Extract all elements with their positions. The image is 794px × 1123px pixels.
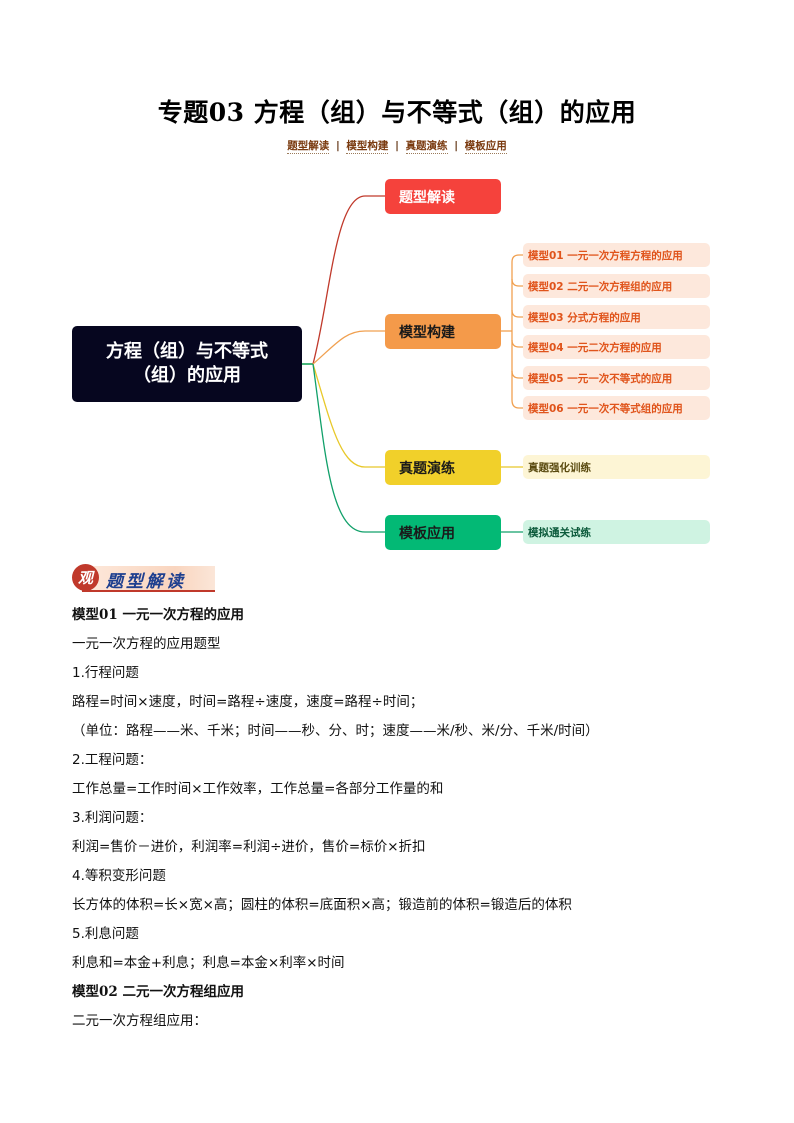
model-heading: 模型02 二元一次方程组应用 <box>72 984 244 1000</box>
mindmap: 方程（组）与不等式 （组）的应用 题型解读 模型构建 真题演练 模板应用 模型0… <box>0 0 794 560</box>
leaf-node-model-05: 模型05 一元一次不等式的应用 <box>523 366 710 390</box>
paragraph: 5.利息问题 <box>72 926 139 942</box>
paragraph: 利息和=本金+利息；利息=本金×利率×时间 <box>72 955 345 971</box>
document-body: 模型01 一元一次方程的应用 一元一次方程的应用题型 1.行程问题 路程=时间×… <box>72 603 732 1038</box>
leaf-node-mock-practice: 模拟通关试练 <box>523 520 710 544</box>
badge-seal-icon: 观 <box>72 564 99 591</box>
paragraph: 二元一次方程组应用： <box>72 1013 207 1029</box>
paragraph: 路程=时间×速度，时间=路程÷速度，速度=路程÷时间； <box>72 694 424 710</box>
page-title: 专题03 方程（组）与不等式（组）的应用 <box>157 98 637 127</box>
paragraph: 利润=售价－进价，利润率=利润÷进价，售价=标价×折扣 <box>72 839 426 855</box>
subtitle-item-1: 题型解读 <box>287 140 330 154</box>
paragraph: 3.利润问题： <box>72 810 153 826</box>
subtitle-separator: | <box>454 140 459 152</box>
leaf-node-real-exam-training: 真题强化训练 <box>523 455 710 479</box>
leaf-node-model-03: 模型03 分式方程的应用 <box>523 305 710 329</box>
paragraph: 2.工程问题： <box>72 752 153 768</box>
root-label-line1: 方程（组）与不等式 <box>106 341 268 362</box>
mindmap-root-node: 方程（组）与不等式 （组）的应用 <box>72 326 302 402</box>
subtitle-separator: | <box>335 140 340 152</box>
paragraph: 1.行程问题 <box>72 665 139 681</box>
branch-label: 模板应用 <box>399 525 455 542</box>
branch-label: 题型解读 <box>399 189 455 206</box>
branch-node-real-exam-practice: 真题演练 <box>385 450 501 485</box>
subtitle-separator: | <box>395 140 399 152</box>
subtitle-item-2: 模型构建 <box>346 140 389 154</box>
paragraph: 长方体的体积=长×宽×高；圆柱的体积=底面积×高；锻造前的体积=锻造后的体积 <box>72 897 572 913</box>
root-label-line2: （组）的应用 <box>133 365 241 386</box>
leaf-node-model-06: 模型06 一元一次不等式组的应用 <box>523 396 710 420</box>
leaf-node-model-02: 模型02 二元一次方程组的应用 <box>523 274 710 298</box>
section-header-badge: 观 题型解读 <box>70 563 215 593</box>
subtitle-nav: 题型解读 | 模型构建 | 真题演练 | 模板应用 <box>0 138 794 154</box>
branch-label: 模型构建 <box>399 324 455 341</box>
badge-background <box>82 566 215 592</box>
leaf-node-model-01: 模型01 一元一次方程方程的应用 <box>523 243 710 267</box>
section-header-label: 题型解读 <box>106 572 186 592</box>
leaf-node-model-04: 模型04 一元二次方程的应用 <box>523 335 710 359</box>
branch-node-question-types: 题型解读 <box>385 179 501 214</box>
model-heading: 模型01 一元一次方程的应用 <box>72 607 244 623</box>
subtitle-item-4: 模板应用 <box>464 140 507 154</box>
subtitle-item-3: 真题演练 <box>405 140 448 154</box>
paragraph: 工作总量=工作时间×工作效率，工作总量=各部分工作量的和 <box>72 781 444 797</box>
branch-label: 真题演练 <box>399 460 455 477</box>
paragraph: 一元一次方程的应用题型 <box>72 636 221 652</box>
branch-node-model-building: 模型构建 <box>385 314 501 349</box>
paragraph: 4.等积变形问题 <box>72 868 166 884</box>
branch-node-template-application: 模板应用 <box>385 515 501 550</box>
paragraph: （单位：路程——米、千米；时间——秒、分、时；速度——米/秒、米/分、千米/时间… <box>72 723 599 739</box>
mindmap-connectors <box>302 195 523 533</box>
